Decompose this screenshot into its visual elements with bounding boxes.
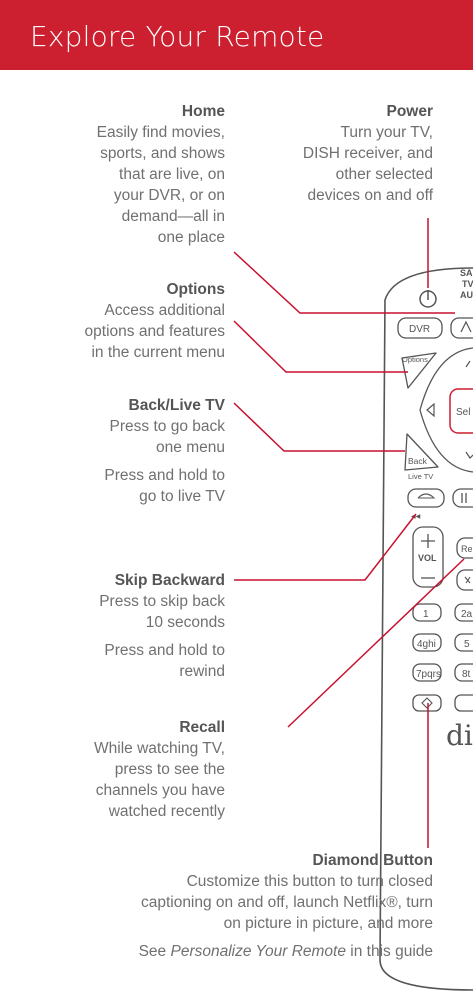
- back-title: Back/Live TV: [128, 397, 226, 414]
- mute-button: [456, 569, 473, 591]
- sat-label-2: TV: [462, 279, 473, 289]
- options-line-2: options and features: [84, 323, 225, 340]
- power-callout: Power Turn your TV, DISH receiver, and o…: [253, 101, 433, 206]
- skip-back-icon: [417, 493, 436, 499]
- diamond-button: [412, 694, 442, 712]
- skip-line-3: Press and hold to: [104, 642, 225, 659]
- power-line-1: Turn your TV,: [340, 124, 433, 141]
- dvr-label: DVR: [409, 324, 430, 335]
- diamond-title: Diamond Button: [312, 852, 433, 869]
- options-label: Options: [402, 355, 428, 364]
- leader-options: [233, 320, 408, 373]
- sat-label-3: AU: [460, 290, 473, 300]
- skip-callout: Skip Backward Press to skip back 10 seco…: [25, 570, 225, 682]
- key-2: [454, 603, 473, 622]
- key-5: [454, 633, 473, 652]
- power-line-3: other selected: [335, 166, 433, 183]
- home-button: [450, 317, 473, 339]
- recall-callout: Recall While watching TV, press to see t…: [25, 717, 225, 822]
- sat-label-1: SA: [460, 268, 473, 278]
- key-5-label: 5: [464, 639, 470, 650]
- pause-button: [452, 488, 473, 508]
- diamond-callout: Diamond Button Customize this button to …: [13, 850, 433, 962]
- options-callout: Options Access additional options and fe…: [25, 279, 225, 363]
- recall-line-2: press to see the: [114, 761, 225, 778]
- see-prefix: See: [138, 943, 171, 960]
- skip-title: Skip Backward: [114, 572, 225, 589]
- see-suffix: in this guide: [345, 943, 433, 960]
- home-callout: Home Easily find movies, sports, and sho…: [25, 101, 225, 248]
- key-7-label: 7pqrs: [416, 669, 441, 680]
- page-header: Explore Your Remote: [0, 0, 473, 70]
- key-4-label: 4ghi: [417, 639, 436, 650]
- power-title: Power: [386, 103, 433, 120]
- home-line-5: demand—all in: [121, 208, 225, 225]
- volume-rocker: [412, 526, 444, 588]
- dvr-button: [397, 317, 443, 339]
- key-2-label: 2a: [461, 609, 473, 620]
- select-label: Sel: [456, 407, 470, 418]
- leader-lines: [233, 218, 465, 848]
- leader-back: [233, 402, 405, 452]
- skip-line-1: Press to skip back: [99, 593, 225, 610]
- skip-line-2: 10 seconds: [145, 614, 225, 631]
- skip-line-4: rewind: [179, 663, 225, 680]
- dish-logo: di: [446, 719, 473, 752]
- key-4: [412, 633, 442, 652]
- options-title: Options: [166, 281, 225, 298]
- diamond-line-2: captioning on and off, launch Netflix®, …: [140, 894, 433, 911]
- live-tv-label: Live TV: [408, 472, 433, 481]
- diamond-line-1: Customize this button to turn closed: [186, 873, 433, 890]
- home-line-2: sports, and shows: [100, 145, 225, 162]
- leader-recall: [287, 558, 465, 728]
- power-line-4: devices on and off: [307, 187, 433, 204]
- rewind-icon: ◀◀: [411, 514, 421, 520]
- home-line-1: Easily find movies,: [96, 124, 225, 141]
- home-line-4: your DVR, or on: [113, 187, 225, 204]
- diamond-icon: [421, 697, 433, 709]
- recall-line-4: watched recently: [108, 803, 225, 820]
- key-1: [412, 603, 442, 622]
- options-line-1: Access additional: [104, 302, 225, 319]
- back-button: [404, 433, 439, 471]
- left-arrow-icon: [426, 402, 435, 418]
- recall-title: Recall: [179, 719, 225, 736]
- home-line-3: that are live, on: [119, 166, 225, 183]
- vol-label: VOL: [418, 553, 437, 563]
- home-line-6: one place: [157, 229, 225, 246]
- diamond-line-3: on picture in picture, and more: [223, 915, 433, 932]
- recall-label: Re: [461, 544, 473, 554]
- back-line-4: go to live TV: [139, 488, 225, 505]
- key-extra: [454, 694, 473, 712]
- leader-skip: [234, 513, 417, 581]
- key-7: [412, 663, 442, 682]
- key-8: [454, 663, 473, 682]
- leader-home: [233, 251, 455, 314]
- options-line-3: in the current menu: [91, 344, 225, 361]
- back-line-1: Press to go back: [109, 418, 225, 435]
- back-callout: Back/Live TV Press to go back one menu P…: [25, 395, 225, 507]
- options-button: [401, 352, 437, 389]
- back-label: Back: [408, 456, 428, 466]
- home-title: Home: [181, 103, 225, 120]
- back-line-2: one menu: [156, 439, 225, 456]
- back-line-3: Press and hold to: [104, 467, 225, 484]
- recall-button: [456, 537, 473, 559]
- dpad-ring: [419, 347, 473, 473]
- select-button: [449, 388, 473, 434]
- remote-body: [379, 267, 473, 991]
- recall-line-3: channels you have: [95, 782, 225, 799]
- recall-line-1: While watching TV,: [94, 740, 225, 757]
- key-8-label: 8t: [462, 669, 471, 680]
- see-guide-title: Personalize Your Remote: [170, 943, 346, 960]
- page-title: Explore Your Remote: [30, 20, 325, 53]
- volume-up-icon: [421, 534, 435, 548]
- home-icon: [460, 320, 472, 333]
- key-1-label: 1: [423, 609, 429, 620]
- diamond-see-line: See Personalize Your Remote in this guid…: [13, 941, 433, 962]
- power-icon: [419, 290, 437, 308]
- power-line-2: DISH receiver, and: [302, 145, 433, 162]
